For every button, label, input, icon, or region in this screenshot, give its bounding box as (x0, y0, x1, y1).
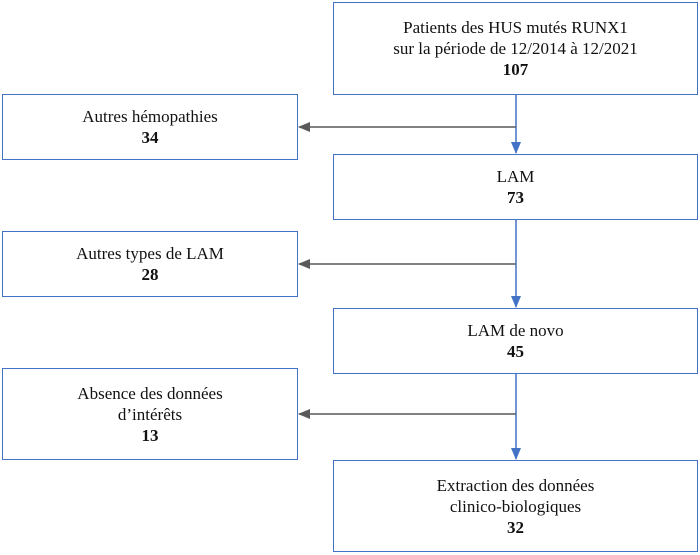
excluded-box-autres-hemopathies-label: Autres hémopathies (82, 107, 218, 126)
excluded-box-autres-hemopathies-count: 34 (141, 128, 159, 147)
excluded-box-absence-donnees: Absence des données d’intérêts 13 (2, 368, 298, 460)
main-box-patients-line2: sur la période de 12/2014 à 12/2021 (393, 39, 638, 58)
main-box-lam-de-novo: LAM de novo 45 (333, 308, 698, 374)
main-box-extraction-line2: clinico-biologiques (449, 496, 582, 516)
main-box-patients-line1: Patients des HUS mutés RUNX1 (403, 18, 628, 37)
excluded-box-autres-types-lam-label: Autres types de LAM (76, 244, 224, 263)
main-box-lam: LAM 73 (333, 154, 698, 220)
main-box-extraction: Extraction des données clinico-biologiqu… (333, 460, 698, 552)
main-box-extraction-line1: Extraction des données (436, 475, 595, 495)
excluded-box-autres-types-lam-count: 28 (141, 265, 159, 284)
main-box-lam-de-novo-label: LAM de novo (467, 321, 564, 340)
main-box-extraction-count: 32 (507, 517, 524, 537)
excluded-box-autres-types-lam: Autres types de LAM 28 (2, 231, 298, 297)
main-box-lam-label: LAM (496, 167, 535, 186)
excluded-box-autres-hemopathies: Autres hémopathies 34 (2, 94, 298, 160)
main-box-patients: Patients des HUS mutés RUNX1 sur la péri… (333, 2, 698, 95)
main-box-patients-count: 107 (502, 60, 529, 79)
excluded-box-absence-donnees-line2: d’intérêts (117, 404, 183, 424)
excluded-box-absence-donnees-count: 13 (141, 425, 159, 445)
excluded-box-absence-donnees-line1: Absence des données (77, 383, 223, 403)
main-box-lam-count: 73 (507, 188, 524, 207)
main-box-lam-de-novo-count: 45 (507, 342, 524, 361)
